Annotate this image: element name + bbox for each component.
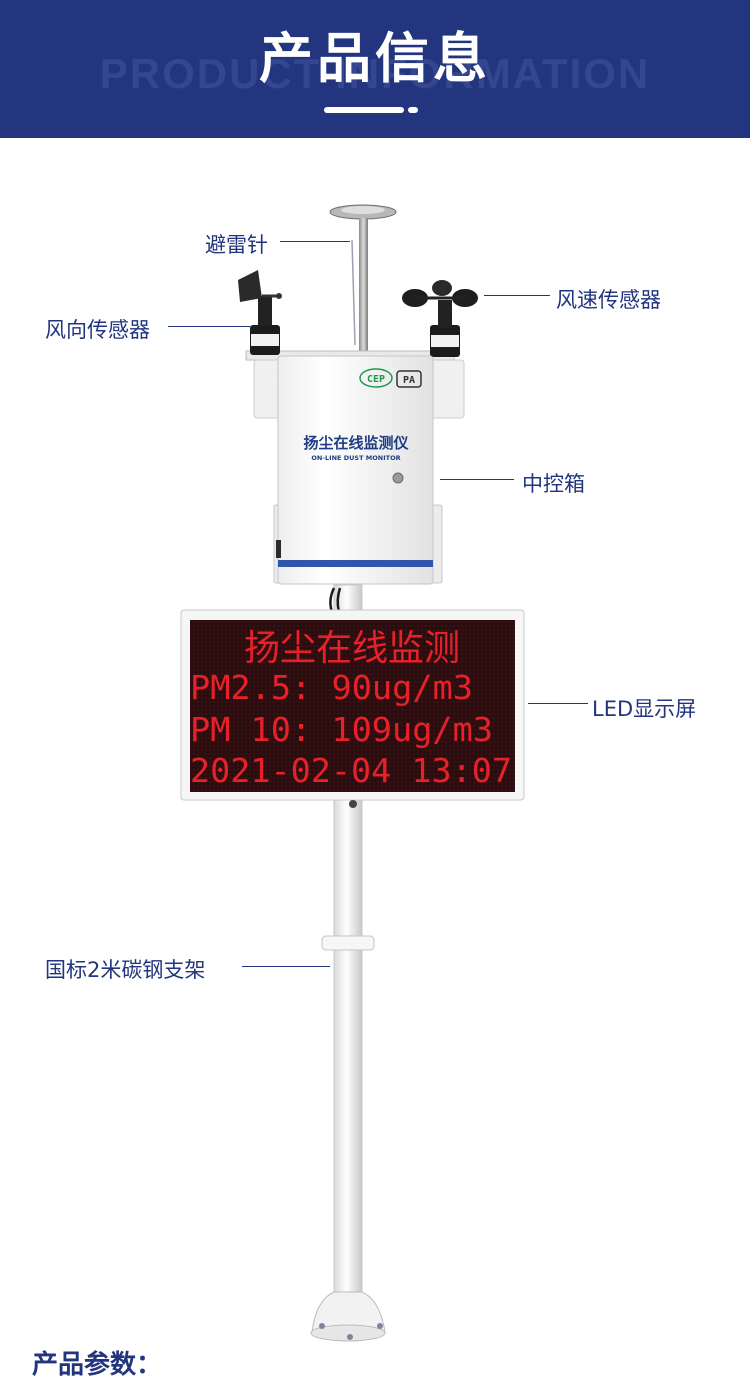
callout-control-box: 中控箱 [522,472,585,496]
callout-led-screen: LED显示屏 [592,697,697,721]
page-title: 产品信息 [259,27,491,90]
led-display: 扬尘在线监测 PM2.5: 90ug/m3 PM 10: 109ug/m3 20… [180,609,525,808]
header-banner: PRODUCT INFORMATION 产品信息 [0,0,750,138]
cep-logo-text: CEP [367,374,385,385]
led-line-datetime: 2021-02-04 13:07 [190,751,512,790]
callout-lightning-rod: 避雷针 [205,233,268,257]
wind-speed-sensor [402,280,478,357]
callout-line-support-pole [242,966,330,967]
control-box: CEP PA 扬尘在线监测仪 ON-LINE DUST MONITOR [273,355,443,585]
led-line-pm25: PM2.5: 90ug/m3 [190,668,473,707]
callout-line-wind-speed [484,295,550,296]
right-side-panel [429,359,465,419]
header-underline-dot [408,107,418,113]
bolt-icon [377,1323,383,1329]
lightning-rod [329,204,397,360]
dust-monitor-drawing: CEP PA 扬尘在线监测仪 ON-LINE DUST MONITOR 扬尘在线… [180,204,525,1342]
bolt-icon [319,1323,325,1329]
product-illustration: CEP PA 扬尘在线监测仪 ON-LINE DUST MONITOR 扬尘在线… [0,138,750,1348]
callout-support-pole: 国标2米碳钢支架 [45,958,206,982]
led-line-pm10: PM 10: 109ug/m3 [190,710,493,749]
pa-logo-text: PA [403,375,415,386]
callout-wind-speed-sensor: 风速传感器 [556,288,661,312]
blue-stripe [278,560,433,567]
header-watermark: PRODUCT INFORMATION [99,50,651,97]
callout-line-led-screen [528,703,588,704]
lock-icon [392,472,404,484]
callout-line-wind-direction [168,326,250,327]
cabinet-title: 扬尘在线监测仪 [303,434,409,452]
wind-direction-sensor [238,270,282,355]
cep-logo [359,368,393,388]
callout-line-lightning-rod [280,241,350,242]
pa-logo [396,370,422,388]
cabinet-subtitle: ON-LINE DUST MONITOR [311,454,400,462]
section-title-parameters: 产品参数： [32,1350,163,1380]
callout-line-control-box [440,479,514,480]
header-underline [324,107,404,113]
bolt-icon [347,1334,353,1340]
callout-wind-direction-sensor: 风向传感器 [45,318,150,342]
led-line-title: 扬尘在线监测 [244,628,460,669]
